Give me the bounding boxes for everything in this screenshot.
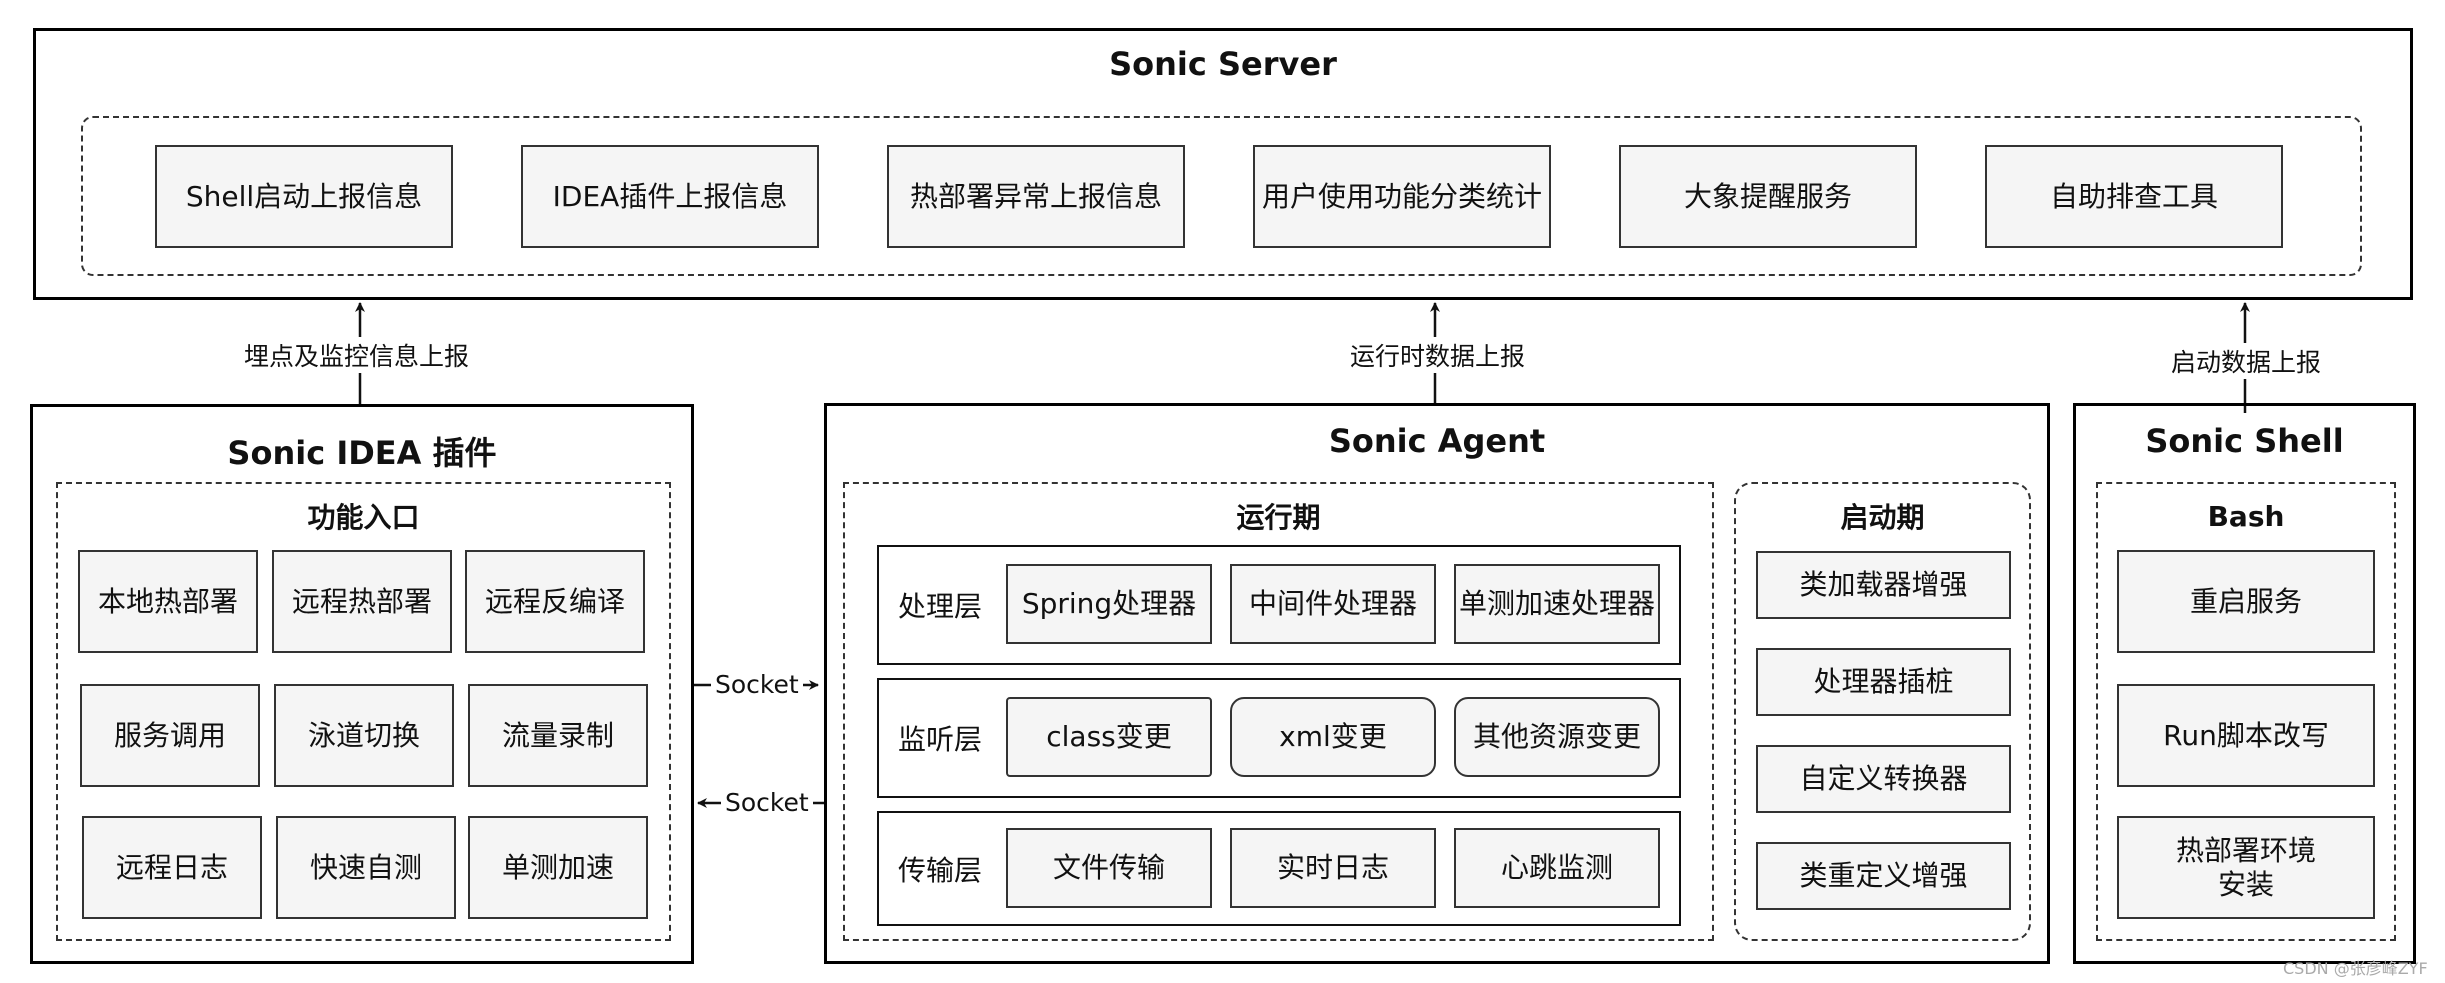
server-item-shell-report: Shell启动上报信息	[155, 145, 453, 248]
agent-item-class-change: class变更	[1006, 697, 1212, 777]
agent-layer-transport-label: 传输层	[897, 853, 982, 887]
shell-frame	[2073, 403, 2416, 964]
server-title: Sonic Server	[1109, 45, 1337, 83]
idea-item-unittest-accel: 单测加速	[468, 816, 648, 919]
idea-item-local-hotdeploy: 本地热部署	[78, 550, 258, 653]
idea-item-remote-log: 远程日志	[82, 816, 262, 919]
shell-item-hotdeploy-env: 热部署环境安装	[2117, 816, 2375, 919]
agent-item-xml-change: xml变更	[1230, 697, 1436, 777]
agent-runtime-group	[843, 482, 1714, 941]
shell-item-run-script: Run脚本改写	[2117, 684, 2375, 787]
shell-item-restart: 重启服务	[2117, 550, 2375, 653]
agent-title: Sonic Agent	[1328, 422, 1546, 460]
idea-title: Sonic IDEA 插件	[227, 434, 497, 472]
idea-item-swimlane-switch: 泳道切换	[274, 684, 454, 787]
server-group	[81, 116, 2362, 276]
label-idea-to-server: 埋点及监控信息上报	[240, 337, 474, 373]
watermark: CSDN @张彦峰ZYF	[2283, 959, 2428, 978]
label-socket-idea-to-agent: Socket	[711, 670, 803, 699]
shell-item-hotdeploy-env-text: 热部署环境安装	[2176, 833, 2317, 901]
agent-item-spring-handler: Spring处理器	[1006, 564, 1212, 644]
server-item-usage-stats: 用户使用功能分类统计	[1253, 145, 1551, 248]
server-item-self-check: 自助排查工具	[1985, 145, 2283, 248]
idea-item-traffic-record: 流量录制	[468, 684, 648, 787]
idea-item-remote-hotdeploy: 远程热部署	[272, 550, 452, 653]
agent-startup-group	[1734, 482, 2031, 941]
agent-item-other-resource-change: 其他资源变更	[1454, 697, 1660, 777]
agent-runtime-title: 运行期	[1236, 501, 1321, 534]
agent-item-realtime-log: 实时日志	[1230, 828, 1436, 908]
label-socket-agent-to-idea: Socket	[721, 788, 813, 817]
agent-item-heartbeat: 心跳监测	[1454, 828, 1660, 908]
idea-group	[56, 482, 671, 941]
shell-group	[2096, 482, 2396, 941]
agent-item-file-transfer: 文件传输	[1006, 828, 1212, 908]
idea-frame	[30, 404, 694, 964]
agent-frame	[824, 403, 2050, 964]
label-agent-to-server: 运行时数据上报	[1346, 337, 1530, 373]
agent-layer-processing-label: 处理层	[897, 590, 982, 623]
server-item-idea-report: IDEA插件上报信息	[521, 145, 819, 248]
agent-startup-title: 启动期	[1840, 501, 1925, 534]
agent-item-custom-transformer: 自定义转换器	[1756, 745, 2011, 813]
server-item-hotdeploy-error: 热部署异常上报信息	[887, 145, 1185, 248]
agent-layer-processing	[877, 545, 1681, 665]
idea-group-title: 功能入口	[307, 501, 420, 534]
idea-item-service-call: 服务调用	[80, 684, 260, 787]
agent-layer-transport	[877, 811, 1681, 926]
agent-layer-listening	[877, 678, 1681, 798]
agent-item-middleware-handler: 中间件处理器	[1230, 564, 1436, 644]
agent-item-handler-instrument: 处理器插桩	[1756, 648, 2011, 716]
idea-item-quick-selftest: 快速自测	[276, 816, 456, 919]
server-item-elephant-alert: 大象提醒服务	[1619, 145, 1917, 248]
idea-item-remote-decompile: 远程反编译	[465, 550, 645, 653]
shell-group-title: Bash	[2207, 500, 2285, 533]
agent-item-class-redefine: 类重定义增强	[1756, 842, 2011, 910]
agent-item-unittest-handler: 单测加速处理器	[1454, 564, 1660, 644]
label-shell-to-server: 启动数据上报	[2167, 343, 2326, 379]
agent-layer-listening-label: 监听层	[897, 723, 982, 756]
agent-item-classloader-enhance: 类加载器增强	[1756, 551, 2011, 619]
shell-title: Sonic Shell	[2145, 422, 2344, 460]
